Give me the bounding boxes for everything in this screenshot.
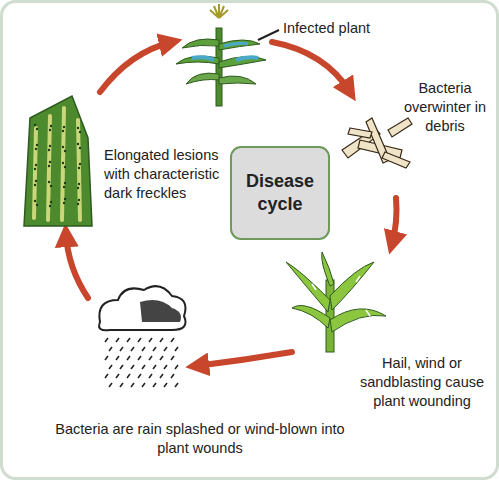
cycle-arrow bbox=[392, 198, 397, 244]
center-title: Disease cycle bbox=[240, 170, 320, 217]
lesion-leaf bbox=[24, 96, 92, 226]
cycle-arrow bbox=[66, 234, 88, 298]
wounded-plant bbox=[286, 252, 386, 352]
leader-line bbox=[258, 30, 279, 40]
infected-plant bbox=[176, 4, 266, 106]
stage-label: Hail, wind or sandblasting cause plant w… bbox=[352, 354, 492, 411]
stage-label: Bacteria overwinter in debris bbox=[397, 79, 493, 136]
cycle-arrow bbox=[272, 42, 350, 92]
stage-label: Bacteria are rain splashed or wind-blown… bbox=[40, 420, 360, 458]
stage-label: Elongated lesions with characteristic da… bbox=[104, 146, 230, 203]
cycle-center-box: Disease cycle bbox=[230, 146, 330, 240]
stage-label: Infected plant bbox=[283, 19, 413, 38]
plant-debris bbox=[342, 118, 412, 168]
cycle-arrow bbox=[100, 42, 172, 92]
rain-cloud bbox=[99, 286, 185, 387]
cycle-arrow bbox=[196, 352, 292, 366]
